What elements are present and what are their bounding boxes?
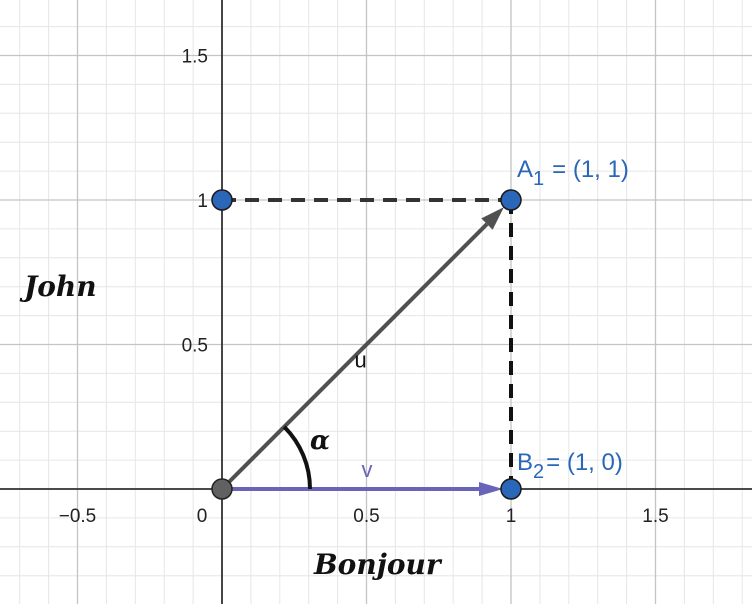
x-tick-label: 0 (197, 506, 208, 527)
x-tick-label: 1 (506, 506, 517, 527)
point-b2-name: B (517, 449, 533, 476)
origin-point[interactable] (211, 478, 233, 500)
point-a1-label: A1 = (1, 1) (517, 156, 629, 190)
point-a1-coords: = (1, 1) (552, 156, 629, 183)
y-tick-label: 1 (197, 191, 208, 212)
point-b2-subscript: 2 (533, 461, 544, 483)
x-tick-label: 1.5 (642, 506, 668, 527)
y-tick-label: 1.5 (182, 47, 208, 68)
angle-label: α (310, 426, 330, 456)
y-tick-label: 0.5 (182, 336, 208, 357)
x-tick-label: −0.5 (59, 506, 97, 527)
x-tick-label: 0.5 (353, 506, 379, 527)
point-on-y-axis[interactable] (211, 189, 233, 211)
vector-v-arrowhead (479, 482, 503, 496)
vector-v-label: v (362, 457, 373, 482)
vector-u[interactable] (220, 222, 489, 491)
point-a1[interactable] (500, 189, 522, 211)
point-b2[interactable] (500, 478, 522, 500)
point-b2-label: B2= (1, 0) (517, 449, 623, 483)
x-axis-label: Bonjour (313, 548, 443, 581)
angle-arc (282, 425, 312, 490)
point-a1-name: A (517, 156, 533, 183)
vector-u-label: u (355, 348, 367, 373)
point-b2-coords: = (1, 0) (546, 449, 623, 476)
vector-u-arrowhead (481, 207, 504, 230)
point-a1-subscript: 1 (533, 168, 544, 190)
y-axis-label: John (19, 270, 97, 303)
